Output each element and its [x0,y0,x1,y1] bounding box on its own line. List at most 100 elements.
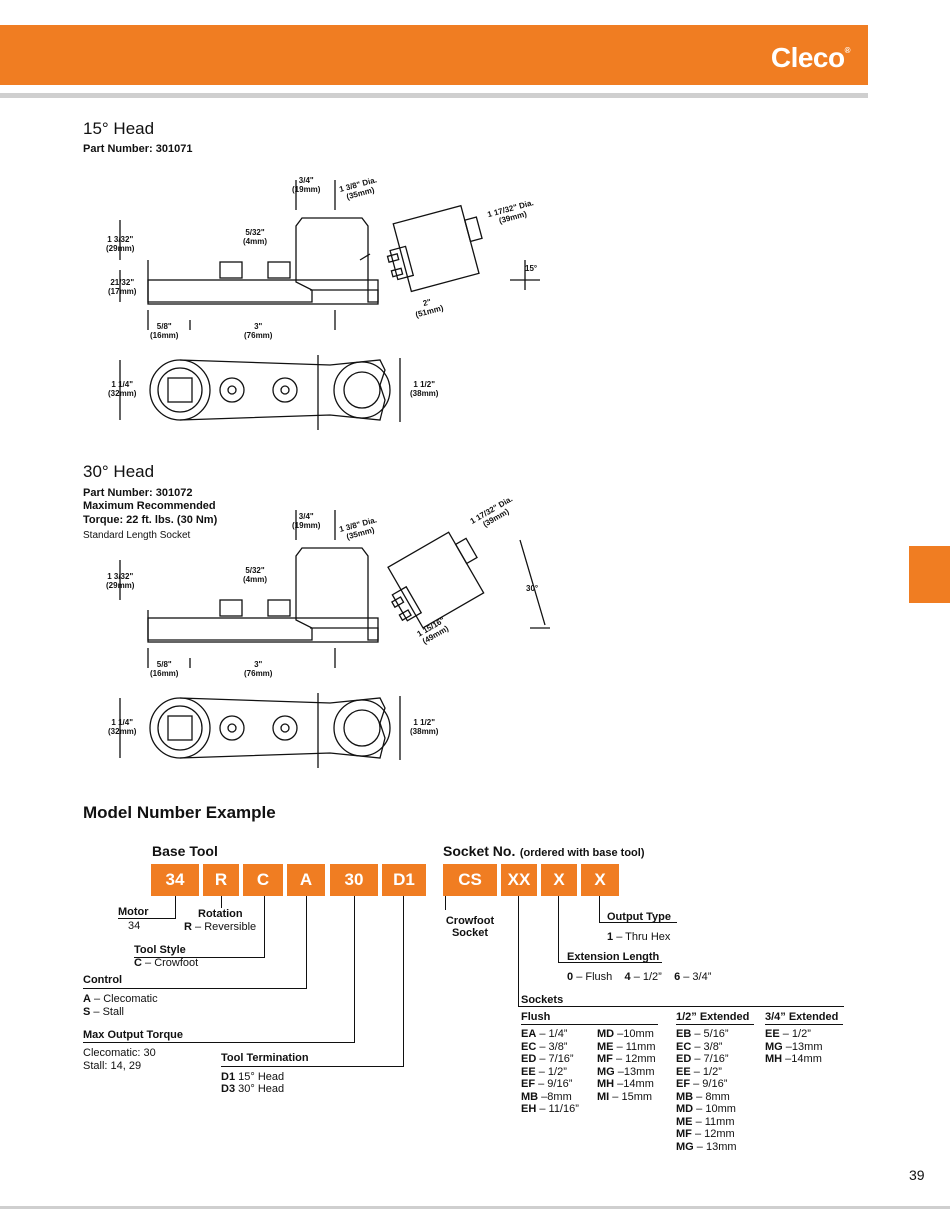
section-tab-marker [909,546,950,603]
output-type-value: 1 – Thru Hex [607,931,671,943]
socket-row: MD – 10mm [676,1103,736,1115]
leader-extension [558,896,559,962]
leader-crowfoot [445,896,446,910]
ext34-label: 3/4” Extended [765,1011,839,1023]
leader-control-h [83,988,307,989]
socket-row: MG – 13mm [676,1140,737,1153]
flush-underline [521,1024,658,1025]
socket-row: MB –8mm [521,1090,572,1103]
extension-length-values: 0 – Flush 4 – 1/2” 6 – 3/4” [567,971,712,983]
leader-control [306,896,307,988]
socket-row: MD –10mm [597,1028,654,1040]
dim-1-1-4-30: 1 1/4"(32mm) [108,718,137,736]
leader-rotation [221,896,222,908]
header-divider [0,93,868,98]
drawing-15-head [119,180,540,430]
socket-row: EF – 9/16” [521,1078,573,1090]
leader-torque-h [83,1042,355,1043]
control-value-s: S – Stall [83,1006,124,1018]
socket-row: MB – 8mm [676,1090,730,1103]
socket-row: ME – 11mm [676,1115,735,1128]
ext12-underline [676,1024,754,1025]
dim-3-4-15: 3/4"(19mm) [292,176,321,194]
code-box-extension: X [541,864,577,896]
rotation-value: R – Reversible [184,921,257,933]
socket-row: EC – 3/8” [676,1040,723,1053]
socket-row: MF – 12mm [597,1053,656,1065]
output-type-label: Output Type [607,911,671,923]
ext12-list: EB – 5/16” EC – 3/8” ED – 7/16” EE – 1/2… [676,1028,737,1153]
dim-3-15: 3"(76mm) [244,322,273,340]
tool-style-value: C – Crowfoot [134,957,199,969]
termination-d1: D1 15° Head [221,1071,285,1083]
footer-divider [0,1206,950,1209]
max-torque-clecomatic: Clecomatic: 30 [83,1047,156,1059]
leader-torque [354,896,355,1042]
drawing-30-head [119,510,550,768]
socket-row: EH – 11/16” [521,1103,579,1115]
socket-row: MH –14mm [765,1053,822,1065]
flush-list-a: EA – 1/4” EC – 3/8” ED – 7/16” EE – 1/2”… [521,1028,579,1116]
max-torque-line2: Torque: 22 ft. lbs. (30 Nm) [83,514,218,526]
code-box-socket-type: CS [443,864,497,896]
socket-row: MG –13mm [597,1065,655,1078]
socket-row: EF – 9/16” [676,1078,728,1090]
control-label: Control [83,974,123,986]
leader-sockets [518,896,519,1006]
socket-row: MF – 12mm [676,1128,735,1140]
leader-style-h [134,957,265,958]
termination-d3: D3 30° Head [221,1083,285,1095]
socket-row: EE – 1/2” [765,1028,811,1040]
dim-angle-30: 30° [526,584,539,593]
termination-label: Tool Termination [221,1052,309,1064]
socket-row: EB – 5/16” [676,1028,729,1040]
extension-length-label: Extension Length [567,951,660,963]
ext12-label: 1/2” Extended [676,1011,750,1023]
socket-note: Standard Length Socket [83,530,191,541]
sockets-label: Sockets [521,994,564,1006]
dim-1-1-4-15: 1 1/4"(32mm) [108,380,137,398]
leader-motor [175,896,176,918]
header-bar [0,25,868,85]
tool-style-label: Tool Style [134,944,186,956]
page-number: 39 [909,1167,925,1183]
code-box-rotation: R [203,864,239,896]
dim-3-4-30: 3/4"(19mm) [292,512,321,530]
flush-label: Flush [521,1011,551,1023]
code-box-control: A [287,864,325,896]
socket-row: EC – 3/8” [521,1040,568,1053]
socket-row: EA – 1/4” [521,1028,568,1040]
flush-list-b: MD –10mm ME – 11mm MF – 12mm MG –13mm MH… [597,1028,656,1103]
leader-output [599,896,600,922]
part-number-15: Part Number: 301071 [83,143,193,155]
motor-value: 34 [128,920,141,932]
dim-3-30: 3"(76mm) [244,660,273,678]
section-title-15: 15° Head [83,119,155,138]
model-number-title: Model Number Example [83,803,276,822]
socket-row: MI – 15mm [597,1090,653,1103]
dim-21-32-15: 21/32"(17mm) [108,278,137,296]
leader-style [264,896,265,957]
socket-row: EE – 1/2” [521,1065,567,1078]
section-title-30: 30° Head [83,462,155,481]
dim-5-32-15: 5/32"(4mm) [243,228,268,246]
socket-row: ED – 7/16” [676,1053,729,1065]
dim-5-32-30: 5/32"(4mm) [243,566,268,584]
part-number-30: Part Number: 301072 [83,487,193,499]
code-box-motor: 34 [151,864,199,896]
dim-1-1-2-30: 1 1/2"(38mm) [410,718,439,736]
ext34-underline [765,1024,843,1025]
leader-motor-h [118,918,176,919]
dim-5-8-15: 5/8"(16mm) [150,322,179,340]
motor-label: Motor [118,906,149,918]
code-box-torque: 30 [330,864,378,896]
ext34-list: EE – 1/2” MG –13mm MH –14mm [765,1028,822,1066]
socket-row: ED – 7/16” [521,1053,574,1065]
leader-termination [403,896,404,1066]
code-box-termination: D1 [382,864,426,896]
leader-sockets-h [518,1006,844,1007]
code-box-output: X [581,864,619,896]
dim-5-8-30: 5/8"(16mm) [150,660,179,678]
rotation-label: Rotation [198,908,243,920]
